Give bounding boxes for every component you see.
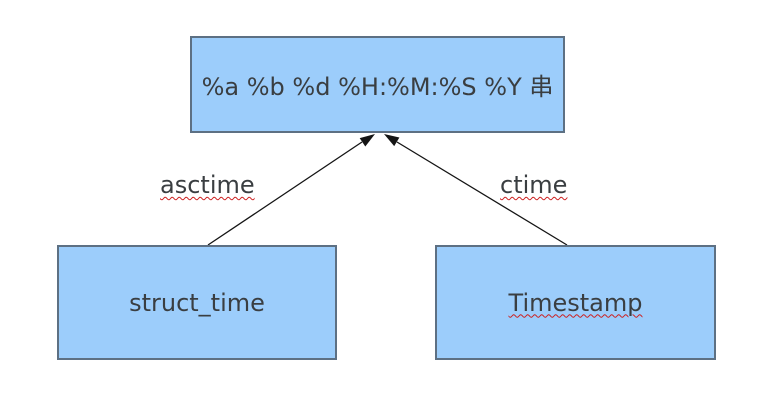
node-struct-time-label: struct_time bbox=[129, 288, 265, 317]
node-timestamp[interactable]: Timestamp bbox=[435, 245, 716, 360]
edge-label-ctime[interactable]: ctime bbox=[500, 171, 568, 200]
edge-label-ctime-text: ctime bbox=[500, 171, 568, 199]
edge-ctime-arrowhead-icon bbox=[384, 134, 400, 147]
edge-label-asctime[interactable]: asctime bbox=[160, 171, 255, 200]
node-format-string[interactable]: %a %b %d %H:%M:%S %Y 串 bbox=[190, 36, 565, 133]
node-struct-time[interactable]: struct_time bbox=[57, 245, 337, 360]
node-timestamp-label: Timestamp bbox=[508, 288, 643, 317]
node-format-string-label: %a %b %d %H:%M:%S %Y 串 bbox=[201, 73, 554, 101]
edge-label-asctime-text: asctime bbox=[160, 171, 255, 199]
edge-asctime-arrowhead-icon bbox=[359, 134, 375, 147]
